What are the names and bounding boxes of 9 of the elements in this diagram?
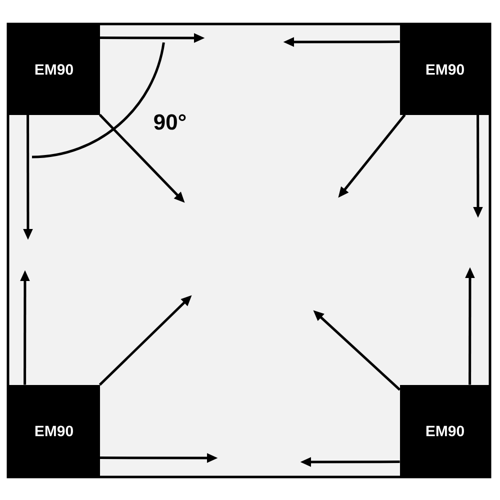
node-label: EM90 — [35, 64, 73, 75]
sensor-box: EM90 — [8, 24, 100, 115]
sensor-box: EM90 — [400, 385, 490, 477]
angle-label: 90° — [154, 114, 186, 130]
sensor-box: EM90 — [8, 385, 100, 477]
node-label: EM90 — [426, 64, 464, 75]
node-label: EM90 — [426, 426, 464, 436]
node-label: EM90 — [35, 426, 73, 436]
sensor-box: EM90 — [400, 24, 490, 115]
